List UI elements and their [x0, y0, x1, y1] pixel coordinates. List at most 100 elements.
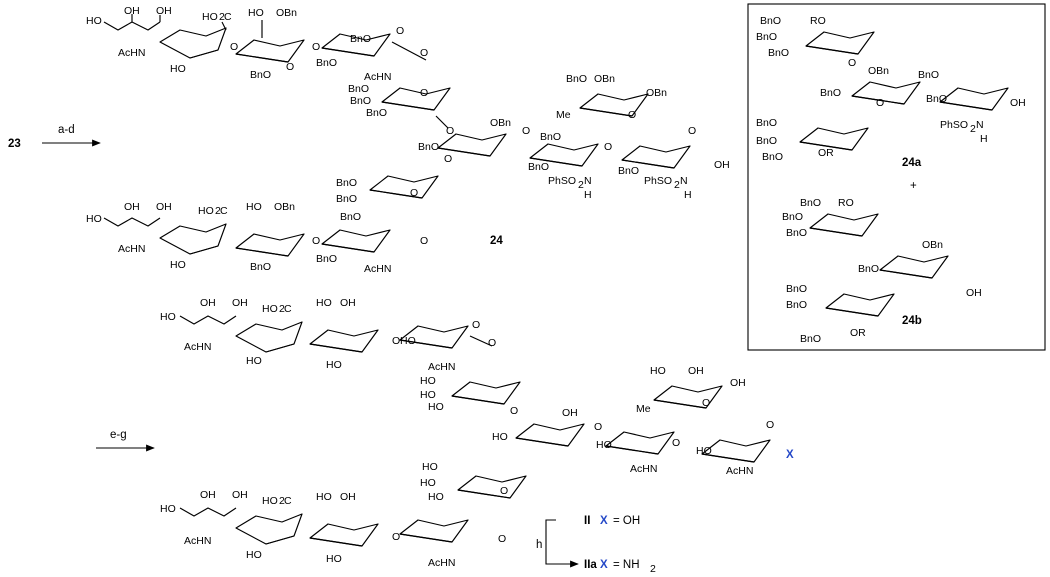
svg-text:O: O — [420, 47, 428, 59]
svg-text:O: O — [876, 97, 884, 109]
svg-text:HO: HO — [86, 15, 102, 27]
svg-text:BnO: BnO — [366, 107, 387, 119]
product-II-eq: = OH — [613, 515, 640, 527]
svg-text:N: N — [584, 175, 592, 187]
compound-23-label: 23 — [8, 138, 21, 150]
svg-text:HO: HO — [316, 297, 332, 309]
svg-text:HO: HO — [422, 461, 438, 473]
svg-text:BnO: BnO — [250, 69, 271, 81]
svg-text:AcHN: AcHN — [428, 361, 455, 373]
svg-text:O: O — [594, 421, 602, 433]
svg-text:OBn: OBn — [646, 87, 667, 99]
svg-text:O: O — [420, 235, 428, 247]
svg-text:O: O — [688, 125, 696, 137]
svg-text:O: O — [498, 533, 506, 545]
svg-text:OBn: OBn — [276, 7, 297, 19]
svg-text:O: O — [420, 87, 428, 99]
conditions-e-g: e-g — [110, 429, 127, 441]
svg-text:HO: HO — [428, 401, 444, 413]
product-IIa-eq: = NH — [613, 559, 640, 571]
svg-text:AcHN: AcHN — [118, 47, 145, 59]
svg-text:OH: OH — [232, 297, 248, 309]
svg-text:BnO: BnO — [350, 95, 371, 107]
svg-text:HO: HO — [160, 503, 176, 515]
svg-text:O: O — [312, 41, 320, 53]
svg-text:C: C — [284, 495, 292, 507]
svg-text:OH: OH — [688, 365, 704, 377]
svg-text:O: O — [312, 235, 320, 247]
svg-text:O: O — [766, 419, 774, 431]
svg-text:OH: OH — [562, 407, 578, 419]
svg-text:OH: OH — [232, 489, 248, 501]
svg-text:O: O — [672, 437, 680, 449]
svg-text:O: O — [604, 141, 612, 153]
svg-text:RO: RO — [810, 15, 826, 27]
svg-text:OBn: OBn — [922, 239, 943, 251]
svg-text:BnO: BnO — [336, 193, 357, 205]
svg-text:HO: HO — [202, 11, 218, 23]
svg-text:BnO: BnO — [618, 165, 639, 177]
svg-text:O: O — [444, 153, 452, 165]
svg-text:HO: HO — [262, 495, 278, 507]
svg-text:HO: HO — [160, 311, 176, 323]
svg-text:O: O — [230, 41, 238, 53]
svg-text:OH: OH — [966, 287, 982, 299]
product-II-label: II — [584, 515, 590, 527]
svg-text:BnO: BnO — [756, 31, 777, 43]
svg-text:BnO: BnO — [756, 135, 777, 147]
svg-text:BnO: BnO — [340, 211, 361, 223]
svg-text:BnO: BnO — [926, 93, 947, 105]
svg-text:BnO: BnO — [800, 333, 821, 345]
svg-text:O: O — [472, 319, 480, 331]
svg-text:O: O — [702, 397, 710, 409]
svg-text:C: C — [284, 303, 292, 315]
svg-text:BnO: BnO — [782, 211, 803, 223]
svg-text:HO: HO — [86, 213, 102, 225]
svg-text:Me: Me — [556, 109, 571, 121]
svg-text:BnO: BnO — [528, 161, 549, 173]
svg-text:BnO: BnO — [418, 141, 439, 153]
svg-text:BnO: BnO — [756, 117, 777, 129]
svg-text:OH: OH — [340, 297, 356, 309]
svg-text:AcHN: AcHN — [364, 263, 391, 275]
svg-text:O: O — [510, 405, 518, 417]
svg-text:BnO: BnO — [348, 83, 369, 95]
svg-text:O: O — [392, 335, 400, 347]
svg-text:BnO: BnO — [786, 283, 807, 295]
svg-text:AcHN: AcHN — [184, 341, 211, 353]
svg-text:N: N — [680, 175, 688, 187]
svg-text:BnO: BnO — [760, 15, 781, 27]
svg-text:BnO: BnO — [250, 261, 271, 273]
conditions-h: h — [536, 539, 542, 551]
svg-text:N: N — [976, 119, 984, 131]
svg-text:O: O — [488, 337, 496, 349]
svg-text:BnO: BnO — [350, 33, 371, 45]
compound-24b-label: 24b — [902, 315, 922, 327]
svg-text:BnO: BnO — [316, 253, 337, 265]
svg-text:O: O — [286, 61, 294, 73]
svg-text:HO: HO — [246, 355, 262, 367]
svg-text:HO: HO — [248, 7, 264, 19]
svg-text:HO: HO — [420, 389, 436, 401]
conditions-a-d: a-d — [58, 124, 75, 136]
svg-text:H: H — [980, 133, 988, 145]
svg-text:PhSO: PhSO — [644, 175, 672, 187]
svg-text:C: C — [220, 205, 228, 217]
compound-24-label: 24 — [490, 235, 503, 247]
svg-text:2: 2 — [219, 11, 225, 23]
svg-text:O: O — [410, 187, 418, 199]
svg-text:BnO: BnO — [768, 47, 789, 59]
svg-text:HO: HO — [326, 359, 342, 371]
svg-text:O: O — [396, 25, 404, 37]
svg-text:OH: OH — [730, 377, 746, 389]
svg-text:HO: HO — [316, 491, 332, 503]
svg-text:Me: Me — [636, 403, 651, 415]
svg-text:OBn: OBn — [594, 73, 615, 85]
svg-text:OBn: OBn — [490, 117, 511, 129]
inset-box — [747, 3, 1046, 351]
svg-text:OH: OH — [1010, 97, 1026, 109]
svg-text:BnO: BnO — [316, 57, 337, 69]
svg-text:OH: OH — [200, 489, 216, 501]
